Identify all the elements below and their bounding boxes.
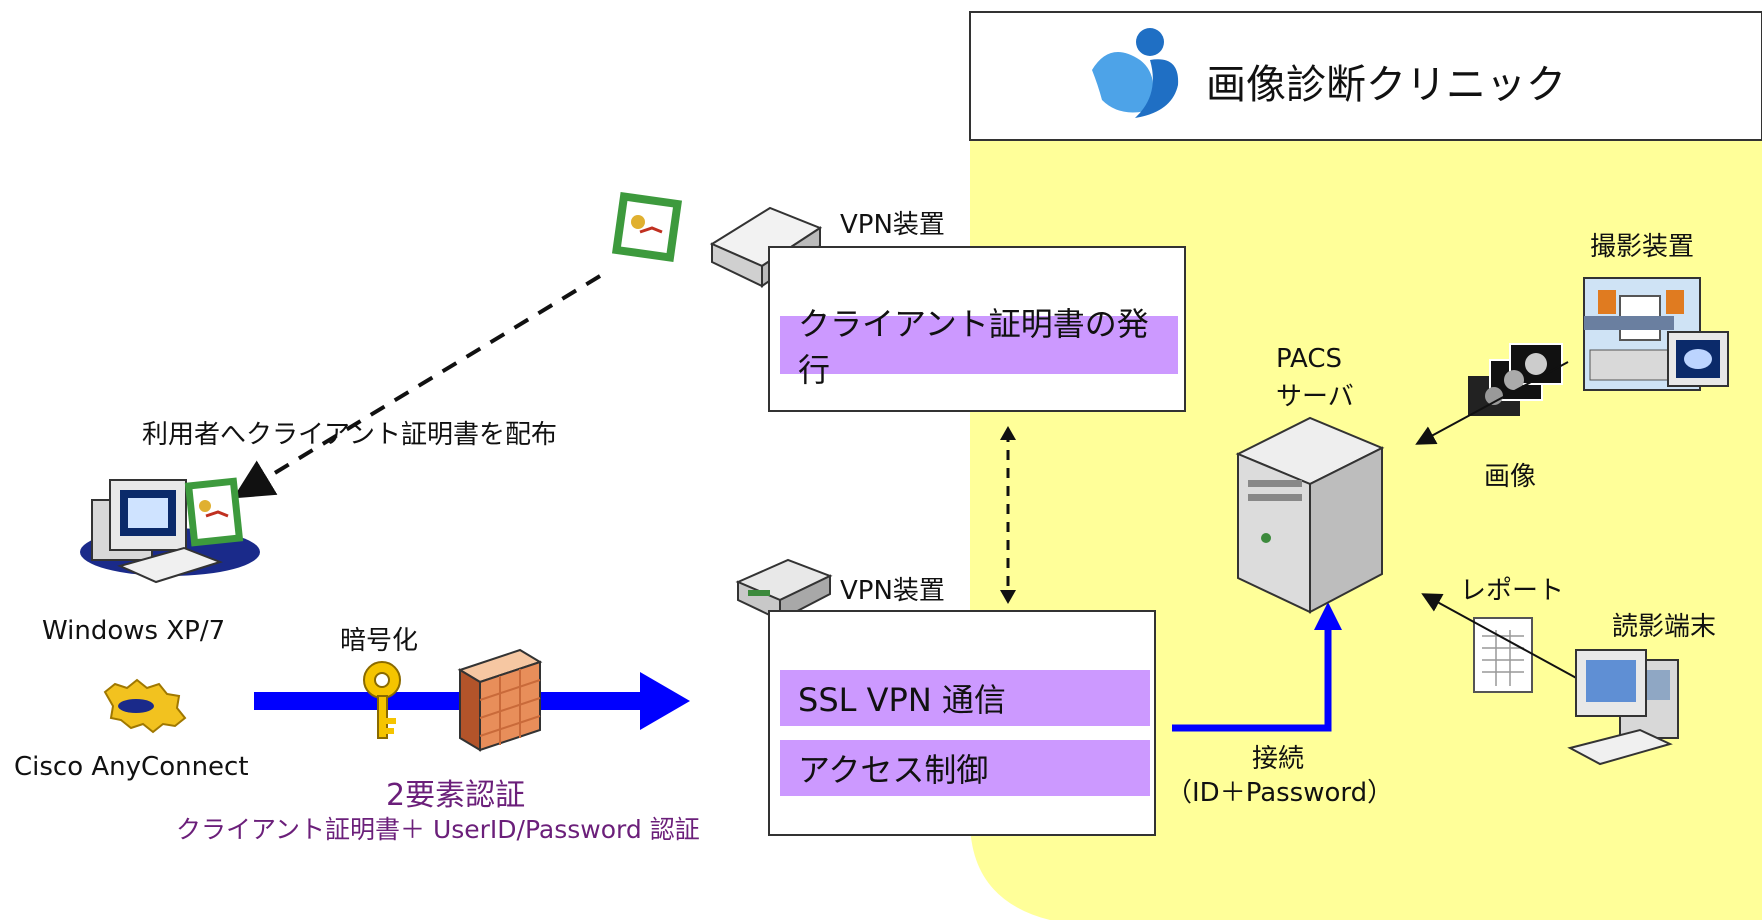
vpn-top-box: クライアント証明書の発行 bbox=[768, 246, 1186, 412]
ssl-vpn-bar: SSL VPN 通信 bbox=[780, 670, 1150, 726]
certificate-icon bbox=[611, 191, 683, 263]
clinic-logo-icon bbox=[1092, 28, 1179, 118]
reading-terminal-icon bbox=[1567, 649, 1679, 766]
pacs-server-icon bbox=[1235, 416, 1385, 614]
vpn-bottom-box: SSL VPN 通信 アクセス制御 bbox=[768, 610, 1156, 836]
image-arrow bbox=[1415, 361, 1569, 445]
auth-title: 2要素認証 bbox=[386, 778, 526, 813]
modality-label: 撮影装置 bbox=[1590, 232, 1695, 262]
auth-detail: クライアント証明書＋ UserID/Password 認証 bbox=[176, 815, 700, 844]
image-label: 画像 bbox=[1484, 462, 1537, 492]
key-icon bbox=[363, 661, 401, 739]
connection-label-line2: （ID＋Password） bbox=[1166, 778, 1394, 808]
vpn-bottom-device-label: VPN装置 bbox=[840, 576, 945, 606]
report-label: レポート bbox=[1460, 576, 1565, 606]
client-software-label: Cisco AnyConnect bbox=[14, 752, 249, 782]
modality-icon bbox=[1583, 277, 1729, 391]
distribution-dashed-arrow bbox=[232, 274, 602, 499]
client-certificate-icon bbox=[184, 477, 244, 547]
issue-certificate-bar: クライアント証明書の発行 bbox=[780, 305, 1178, 389]
anyconnect-gear-icon bbox=[103, 678, 187, 734]
vpn-tunnel-bar bbox=[254, 692, 650, 710]
report-document-icon bbox=[1473, 617, 1533, 693]
image-stack-icon bbox=[1468, 343, 1563, 416]
pacs-label-line2: サーバ bbox=[1276, 382, 1354, 412]
vpn-top-device-label: VPN装置 bbox=[840, 210, 945, 240]
pacs-label-line1: PACS bbox=[1276, 344, 1343, 374]
connection-label-line1: 接続 bbox=[1252, 744, 1305, 774]
encryption-label: 暗号化 bbox=[340, 626, 419, 656]
client-os-label: Windows XP/7 bbox=[42, 616, 226, 646]
distribute-label: 利用者へクライアント証明書を配布 bbox=[142, 420, 557, 450]
clinic-name: 画像診断クリニック bbox=[1206, 62, 1566, 108]
access-control-bar: アクセス制御 bbox=[780, 740, 1150, 796]
firewall-icon bbox=[457, 648, 543, 752]
client-pc-icon bbox=[80, 479, 260, 584]
vpn-tunnel-arrowhead bbox=[640, 672, 690, 730]
connection-arrow bbox=[1172, 628, 1332, 732]
report-arrow bbox=[1421, 593, 1581, 681]
reading-terminal-label: 読影端末 bbox=[1612, 612, 1717, 642]
